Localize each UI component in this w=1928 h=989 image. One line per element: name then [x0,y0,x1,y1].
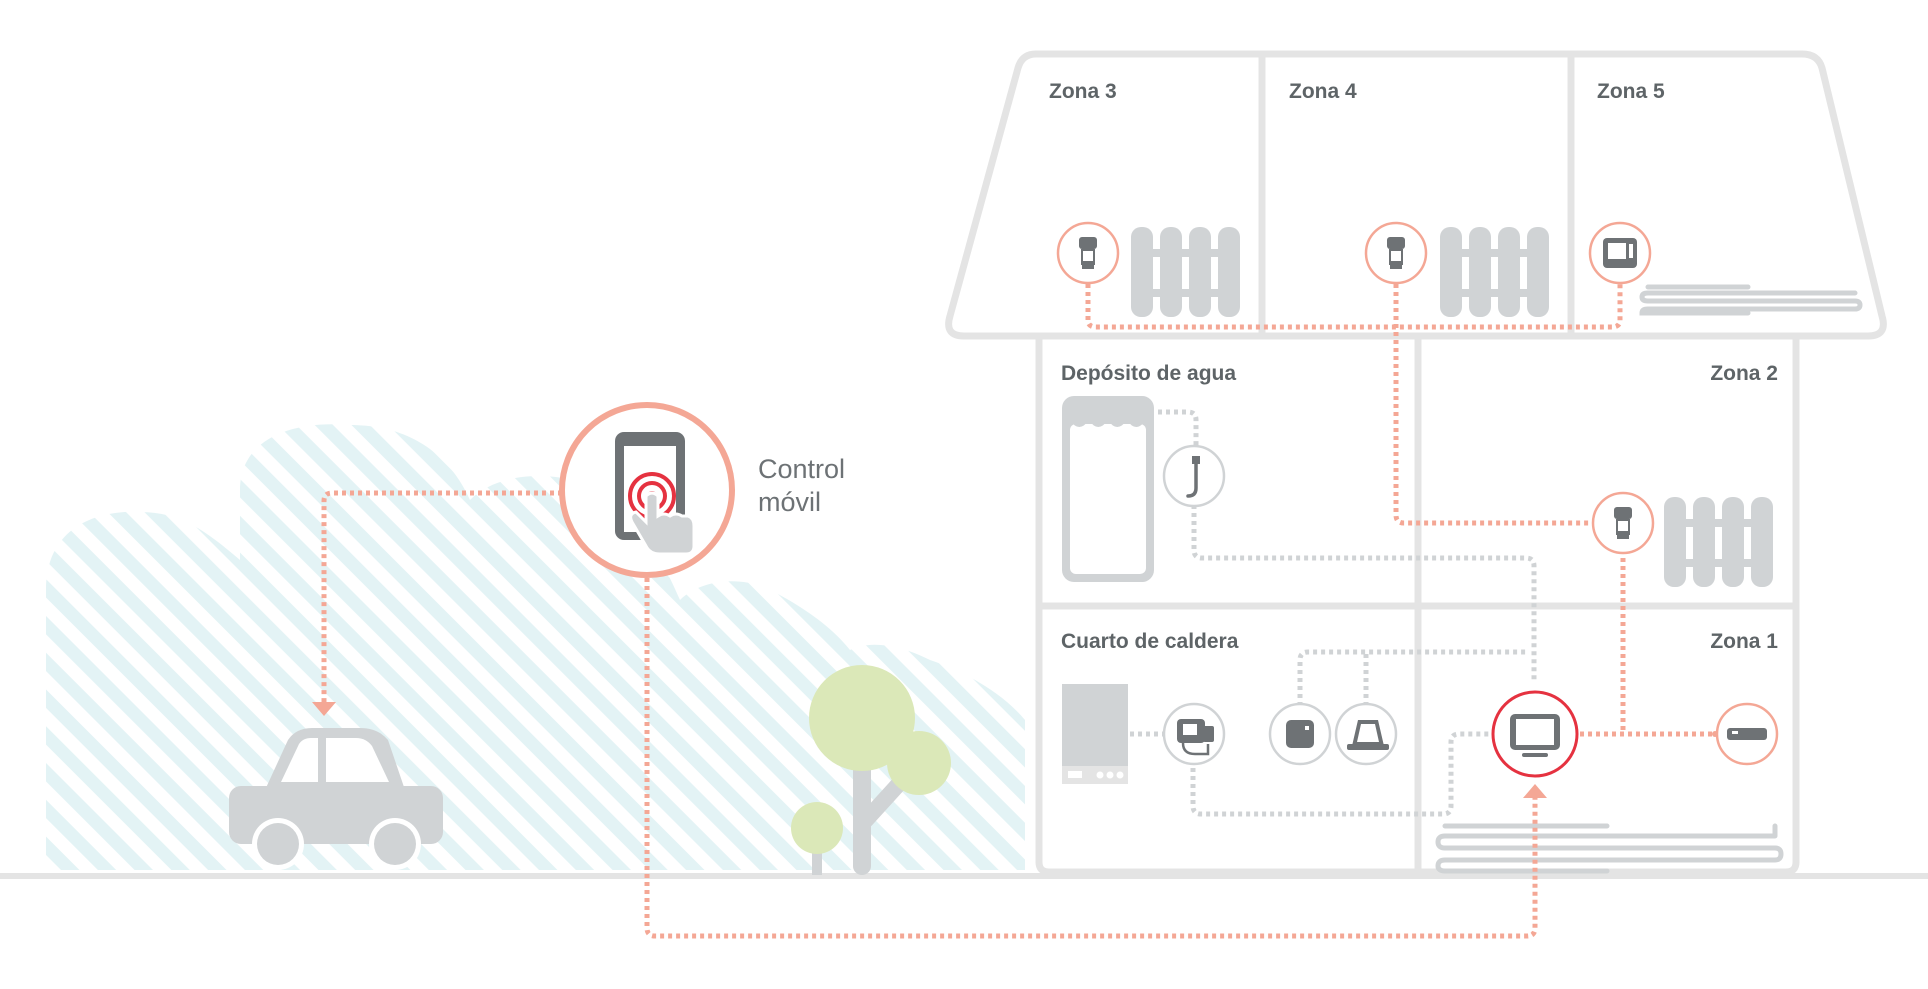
ground-line [0,873,1928,879]
radiator-icon [1131,227,1240,317]
boiler-receiver-icon [1162,702,1226,766]
extension-module-icon [1268,702,1332,766]
boiler-room-label: Cuarto de caldera [1061,630,1239,653]
zone-5-label: Zona 5 [1597,80,1665,103]
water-tank-label: Depósito de agua [1061,362,1237,385]
zone-2-label: Zona 2 [1710,362,1778,385]
zone-3-label: Zona 3 [1049,80,1117,103]
car-icon [229,728,443,870]
thermostatic-valve-icon [1364,221,1428,285]
arrow-to-controller [1523,784,1547,798]
central-controller-icon [1491,690,1579,778]
wireless-connections [321,284,1715,939]
boiler-icon [1062,684,1128,784]
floor-heating-icon [1639,284,1863,316]
zone-1-label: Zona 1 [1710,630,1778,653]
radiator-icon [1664,497,1773,587]
temperature-sensor-icon [1162,444,1226,508]
wired-connections [1130,409,1537,817]
water-tank-icon [1062,396,1154,582]
floor-heating-icon [1435,823,1784,874]
thermostatic-valve-icon [1056,221,1120,285]
mobile-control-label: Control móvil [758,453,845,519]
gateway-icon [1334,702,1398,766]
zone-4-label: Zona 4 [1289,80,1357,103]
smartphone-touch-icon [559,402,735,578]
wall-switch-icon [1715,702,1779,766]
mobile-control-label-line2: móvil [758,487,822,517]
house-outline [945,50,1887,876]
radiator-icon [1440,227,1549,317]
mobile-control-label-line1: Control [758,454,846,484]
arrow-to-car [312,702,336,716]
tree-icon [791,665,951,875]
room-thermostat-icon [1588,221,1652,285]
thermostatic-valve-icon [1591,491,1655,555]
